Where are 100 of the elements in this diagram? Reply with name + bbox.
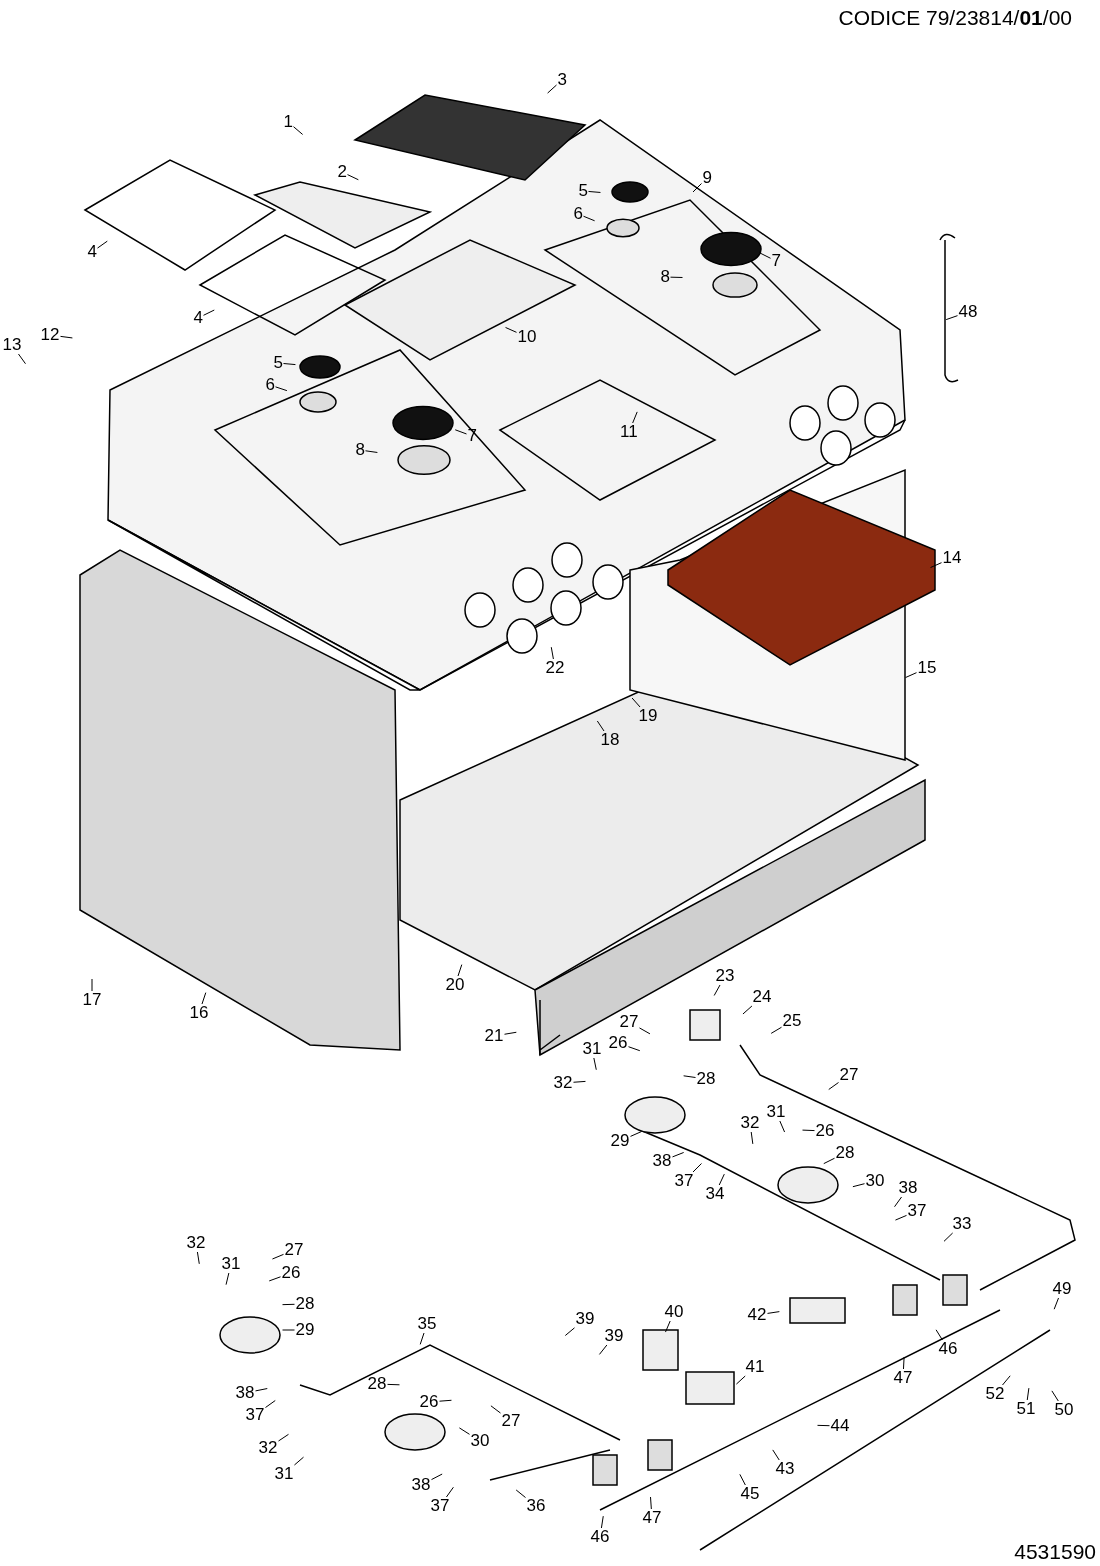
leader-line (431, 1473, 443, 1481)
leader-line (91, 978, 93, 992)
callout-number: 29 (294, 1321, 316, 1339)
callout-number: 2 (336, 163, 348, 181)
leader-line (573, 1080, 586, 1083)
leader-line (271, 1253, 284, 1260)
callout-number: 26 (418, 1393, 440, 1411)
leader-line (293, 1456, 304, 1466)
callout-number: 19 (637, 707, 659, 725)
leader-line (639, 1027, 651, 1035)
leader-line (515, 1489, 526, 1498)
callout-number: 15 (916, 659, 938, 677)
leader-line (255, 1388, 268, 1392)
callout-number: 43 (774, 1460, 796, 1478)
callout-number: 27 (283, 1241, 305, 1259)
callout-number: 49 (1051, 1280, 1073, 1298)
leader-line (943, 1232, 954, 1242)
callout-number: 9 (701, 169, 713, 187)
callout-number: 7 (466, 427, 478, 445)
callout-number: 17 (81, 991, 103, 1009)
callout-number: 26 (607, 1034, 629, 1052)
callout-number: 48 (957, 303, 979, 321)
callout-number: 28 (834, 1144, 856, 1162)
callout-number: 32 (739, 1114, 761, 1132)
leader-line (454, 429, 467, 435)
callout-number: 39 (603, 1327, 625, 1345)
leader-line (268, 1276, 281, 1282)
leader-line (445, 1486, 454, 1498)
callout-number: 29 (609, 1132, 631, 1150)
leader-line (278, 1433, 289, 1442)
leader-line (632, 411, 638, 424)
leader-line (439, 1399, 452, 1402)
callout-number: 45 (739, 1485, 761, 1503)
leader-line (828, 1082, 839, 1090)
callout-number: 27 (500, 1412, 522, 1430)
callout-number: 38 (234, 1384, 256, 1402)
callout-number: 25 (781, 1012, 803, 1030)
callout-number: 44 (829, 1417, 851, 1435)
leader-line (759, 252, 771, 259)
callout-number: 32 (185, 1234, 207, 1252)
drawing-code: CODICE 79/23814/01/00 (838, 6, 1072, 30)
leader-line (203, 309, 215, 316)
leader-line (630, 1131, 642, 1137)
callout-number: 27 (838, 1066, 860, 1084)
leader-line (282, 1329, 295, 1331)
leader-line (505, 326, 517, 333)
callout-number: 37 (429, 1497, 451, 1515)
leader-line (930, 562, 942, 569)
callout-number: 23 (714, 967, 736, 985)
callout-number: 7 (770, 252, 782, 270)
callout-number: 28 (695, 1070, 717, 1088)
callout-number: 27 (618, 1013, 640, 1031)
callout-number: 52 (984, 1385, 1006, 1403)
leader-line (713, 984, 721, 996)
leader-line (770, 1026, 782, 1034)
callout-number: 21 (483, 1027, 505, 1045)
callout-number: 34 (704, 1185, 726, 1203)
drawing-number: 4531590 (1014, 1540, 1096, 1564)
leader-line (665, 1320, 671, 1333)
callout-number: 47 (641, 1509, 663, 1527)
callout-number: 31 (273, 1465, 295, 1483)
callout-number: 28 (366, 1375, 388, 1393)
callout-number: 16 (188, 1004, 210, 1022)
leader-line (817, 1424, 830, 1427)
callout-number: 39 (574, 1310, 596, 1328)
callout-number: 8 (354, 441, 366, 459)
leader-line (628, 1046, 641, 1052)
leader-line (894, 1196, 903, 1208)
callout-number: 32 (257, 1439, 279, 1457)
leader-line (1051, 1390, 1059, 1402)
callout-number: 26 (814, 1122, 836, 1140)
leader-line (905, 672, 917, 679)
leader-line (692, 1163, 702, 1173)
callout-number: 20 (444, 976, 466, 994)
leader-line (282, 1303, 295, 1306)
callout-number: 4 (192, 309, 204, 327)
leader-line (1053, 1297, 1059, 1310)
leader-line (935, 1329, 943, 1341)
leader-line (735, 1375, 746, 1385)
leader-line (225, 1272, 230, 1286)
leader-line (823, 1157, 835, 1165)
callout-number: 35 (416, 1315, 438, 1333)
leader-line (750, 1131, 754, 1145)
leader-line (945, 315, 958, 321)
leader-line (419, 1332, 425, 1345)
callout-number: 38 (897, 1179, 919, 1197)
callout-number: 31 (765, 1103, 787, 1121)
leader-line (283, 363, 296, 366)
callout-number: 14 (941, 549, 963, 567)
leader-line (739, 1473, 746, 1486)
leader-line (347, 174, 359, 181)
callout-number: 12 (39, 326, 61, 344)
callout-number: 37 (244, 1406, 266, 1424)
leader-line (458, 1427, 470, 1435)
callout-number: 37 (906, 1202, 928, 1220)
callout-number: 30 (864, 1172, 886, 1190)
leader-line (504, 1031, 517, 1035)
leader-line (365, 450, 378, 453)
callout-number: 13 (1, 336, 23, 354)
leader-line (767, 1311, 780, 1314)
